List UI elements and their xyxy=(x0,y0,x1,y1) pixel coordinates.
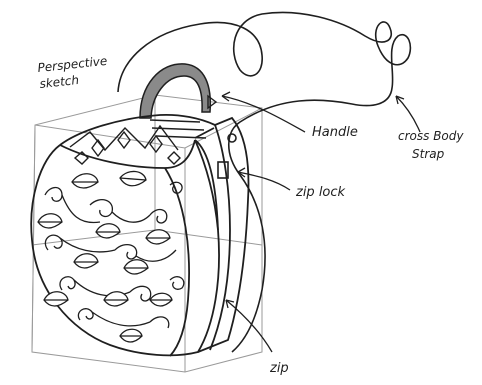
handle xyxy=(140,64,210,118)
leaves xyxy=(38,171,172,342)
label-strap-line1: cross Body xyxy=(398,129,464,143)
zip-lock-leader xyxy=(238,172,290,190)
label-zip-lock: zip lock xyxy=(295,185,346,200)
label-handle: Handle xyxy=(312,125,358,140)
zip-lock xyxy=(218,134,236,178)
heading-line2: sketch xyxy=(39,73,80,91)
label-zip: zip xyxy=(269,361,289,376)
bag-body xyxy=(31,115,248,356)
heading-line1: Perspective xyxy=(37,54,108,75)
strap-leader xyxy=(396,96,420,132)
zip-leader xyxy=(226,300,272,352)
label-strap-line2: Strap xyxy=(412,147,445,161)
